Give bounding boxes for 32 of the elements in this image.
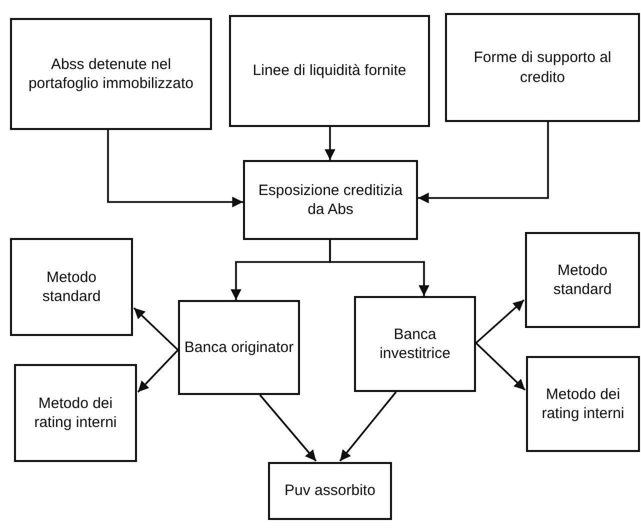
process-box [525, 232, 640, 328]
process-box [268, 462, 392, 520]
arrow [329, 240, 430, 296]
box-label: Metodo dei rating interni [33, 394, 118, 432]
box-label: Esposizione creditizia da Abs [257, 180, 404, 220]
process-box [178, 300, 300, 395]
process-box [10, 238, 133, 336]
box-label: Forme di supporto al credito [472, 48, 612, 87]
box-label: Metodo standard [552, 260, 613, 300]
arrow [137, 349, 179, 393]
arrow [475, 342, 526, 391]
box-label: Metodo dei rating interni [540, 384, 626, 424]
box-label: Banca investitrice [378, 324, 452, 364]
box-label: Banca originator [183, 338, 295, 358]
process-box [229, 15, 430, 127]
box-label: Abss detenute nel portafoglio immobilizzato [27, 54, 195, 94]
process-box [10, 18, 212, 130]
process-box [445, 13, 640, 122]
box-label: Puv assorbito [284, 481, 376, 501]
process-box [354, 296, 476, 392]
process-box [526, 356, 640, 452]
arrow [324, 127, 336, 160]
arrow [418, 122, 549, 204]
arrow [133, 307, 179, 351]
arrow [259, 394, 317, 462]
box-label: Linee di liquidità fornite [252, 61, 408, 81]
arrow [475, 299, 525, 344]
box-label: Metodo standard [41, 268, 102, 306]
arrow [107, 130, 243, 208]
process-box [243, 160, 418, 240]
arrow [339, 391, 397, 462]
process-box [14, 364, 137, 462]
